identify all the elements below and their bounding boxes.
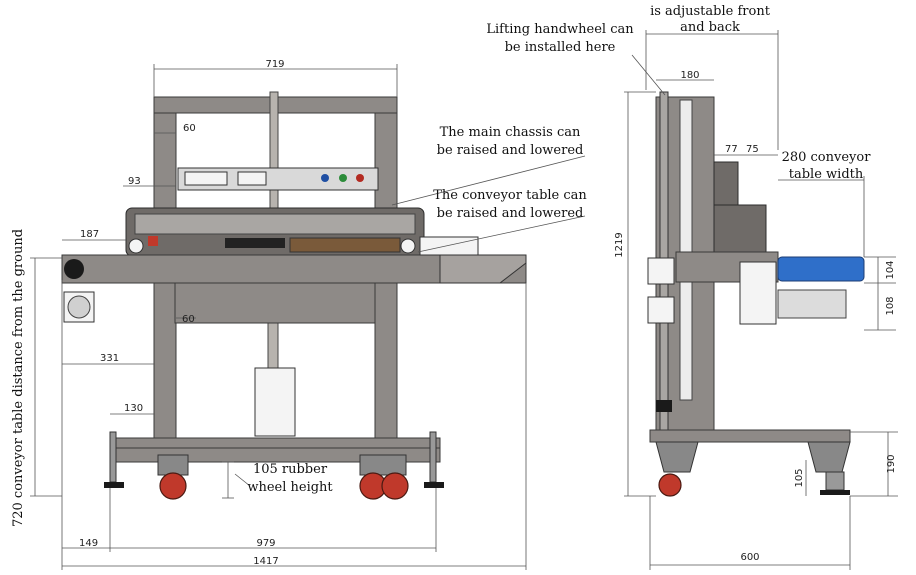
heater-block <box>289 237 401 253</box>
note-handwheel-2: be installed here <box>505 40 616 55</box>
leveling-foot-right <box>429 431 437 483</box>
side-leg-right <box>807 441 851 473</box>
note-table-1: The conveyor table can <box>433 188 587 203</box>
note-chassis-1: The main chassis can <box>440 125 581 140</box>
belt-pulley-right <box>400 238 416 254</box>
note-wheel-2: wheel height <box>247 480 333 495</box>
foot-pad-right <box>424 482 444 488</box>
note-wheel-1: 105 rubber <box>253 462 328 477</box>
lower-chassis <box>174 282 376 324</box>
motor-fan <box>67 295 91 319</box>
vent-grille <box>134 213 416 235</box>
dim-panel-offset: 93 <box>128 176 141 187</box>
note-table-2: be raised and lowered <box>437 206 584 221</box>
side-sealing-unit <box>713 204 767 256</box>
leveling-foot-left <box>109 431 117 483</box>
caster-wheel-right-b <box>381 472 409 500</box>
side-conveyor-roller <box>777 256 865 282</box>
dim-bottom-mid: 979 <box>256 538 275 549</box>
note-width-2: table width <box>789 167 864 182</box>
dimension-labels: 719 60 93 187 60 331 130 149 979 1417 18… <box>79 59 897 567</box>
dim-arm-a: 77 <box>725 144 738 155</box>
dim-wheel-height: 105 <box>794 468 805 487</box>
side-view <box>647 91 865 497</box>
caster-wheel-left <box>159 472 187 500</box>
terminal-strip <box>225 238 285 248</box>
front-view <box>61 91 527 500</box>
caster-bracket-right <box>359 454 407 476</box>
note-adjustable-1: is adjustable front <box>650 4 771 19</box>
dim-total-height: 1219 <box>614 232 625 257</box>
table-extension <box>439 254 527 284</box>
dim-upright-offset: 60 <box>183 123 196 134</box>
gearbox <box>254 367 296 437</box>
dim-bottom-left: 149 <box>79 538 98 549</box>
side-box-upper <box>647 257 675 285</box>
side-foot-right <box>825 471 845 491</box>
caster-bracket-left <box>157 454 189 476</box>
belt-pulley-left <box>128 238 144 254</box>
side-base-beam <box>649 429 851 443</box>
side-leg-left <box>655 441 699 473</box>
lift-screw-top <box>269 91 279 213</box>
dim-belt-height: 104 <box>885 260 896 279</box>
dim-caster-offset: 130 <box>124 403 143 414</box>
dim-side-base-width: 600 <box>740 552 759 563</box>
dim-overall-length: 1417 <box>253 556 278 567</box>
annotation-notes: is adjustable front and back Lifting han… <box>11 4 871 527</box>
control-panel <box>177 167 379 191</box>
note-ground-distance: 720 conveyor table distance from the gro… <box>11 229 26 527</box>
knob-green <box>339 174 347 182</box>
foot-pad-left <box>104 482 124 488</box>
side-foot-pad <box>820 490 850 495</box>
note-chassis-2: be raised and lowered <box>437 143 584 158</box>
dim-lower-height: 108 <box>885 296 896 315</box>
knob-red <box>356 174 364 182</box>
emergency-stop <box>148 236 158 246</box>
display-window <box>184 171 228 186</box>
side-caster-left <box>658 473 682 497</box>
note-adjustable-2: and back <box>680 20 740 35</box>
base-crossbar <box>109 437 441 449</box>
note-handwheel-1: Lifting handwheel can <box>486 22 634 37</box>
side-motor-housing <box>739 261 777 325</box>
side-handwheel-hub <box>656 400 672 412</box>
dim-conveyor-left: 187 <box>80 229 99 240</box>
dim-lower-offset: 60 <box>182 314 195 325</box>
dimension-lines <box>30 30 898 570</box>
conveyor-roller <box>64 259 84 279</box>
side-lower-roller <box>777 289 847 319</box>
infeed-guide <box>419 236 479 256</box>
side-guide-rail <box>679 99 693 401</box>
knob-blue <box>321 174 329 182</box>
dim-base-height: 190 <box>886 454 897 473</box>
dim-leg-offset: 331 <box>100 353 119 364</box>
side-box-lower <box>647 296 675 324</box>
dim-arm-b: 75 <box>746 144 759 155</box>
side-control-head <box>713 161 739 207</box>
dim-top-width: 719 <box>265 59 284 70</box>
display-window-2 <box>237 171 267 186</box>
note-width-1: 280 conveyor <box>782 150 872 165</box>
dim-side-top-width: 180 <box>680 70 699 81</box>
